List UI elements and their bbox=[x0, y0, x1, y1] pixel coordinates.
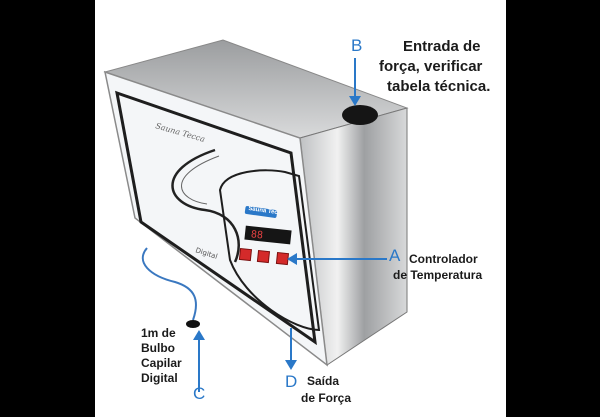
label-c-line-4: Digital bbox=[141, 371, 178, 385]
display-digits: 88 bbox=[250, 229, 263, 241]
label-d-line-1: Saída bbox=[307, 374, 340, 388]
controller-button-3 bbox=[275, 251, 290, 266]
label-a-line-1: Controlador bbox=[409, 252, 478, 266]
label-c-line-3: Capilar bbox=[141, 356, 182, 370]
label-c-line-2: Bulbo bbox=[141, 341, 175, 355]
label-c-letter: C bbox=[193, 384, 206, 403]
controller-button-1 bbox=[238, 247, 253, 262]
controller-logo bbox=[244, 206, 278, 218]
label-b-line-3: tabela técnica. bbox=[387, 78, 491, 95]
label-b-letter: B bbox=[351, 36, 363, 55]
label-d-line-2: de Força bbox=[301, 391, 352, 405]
label-a-letter: A bbox=[389, 246, 401, 265]
label-b-line-2: força, verificar bbox=[379, 58, 483, 75]
front-border bbox=[115, 90, 317, 346]
label-c-line-1: 1m de bbox=[141, 326, 176, 340]
sauna-controller-illustration: 88 Sauna Tecca Digital bbox=[103, 39, 409, 392]
power-entry-hole bbox=[342, 105, 378, 125]
label-a-line-2: de Temperatura bbox=[393, 268, 483, 282]
label-b-line-1: Entrada de bbox=[403, 38, 481, 55]
controller-button-2 bbox=[256, 249, 271, 264]
label-d-letter: D bbox=[285, 372, 298, 391]
capillary-cable bbox=[141, 247, 197, 321]
bulb-tip bbox=[186, 320, 200, 328]
controller-display bbox=[244, 225, 292, 245]
controller-outline bbox=[218, 169, 321, 332]
front-swoosh bbox=[171, 148, 240, 263]
diagram-panel: 88 Sauna Tecca Digital B Entrada de forç… bbox=[95, 0, 506, 417]
